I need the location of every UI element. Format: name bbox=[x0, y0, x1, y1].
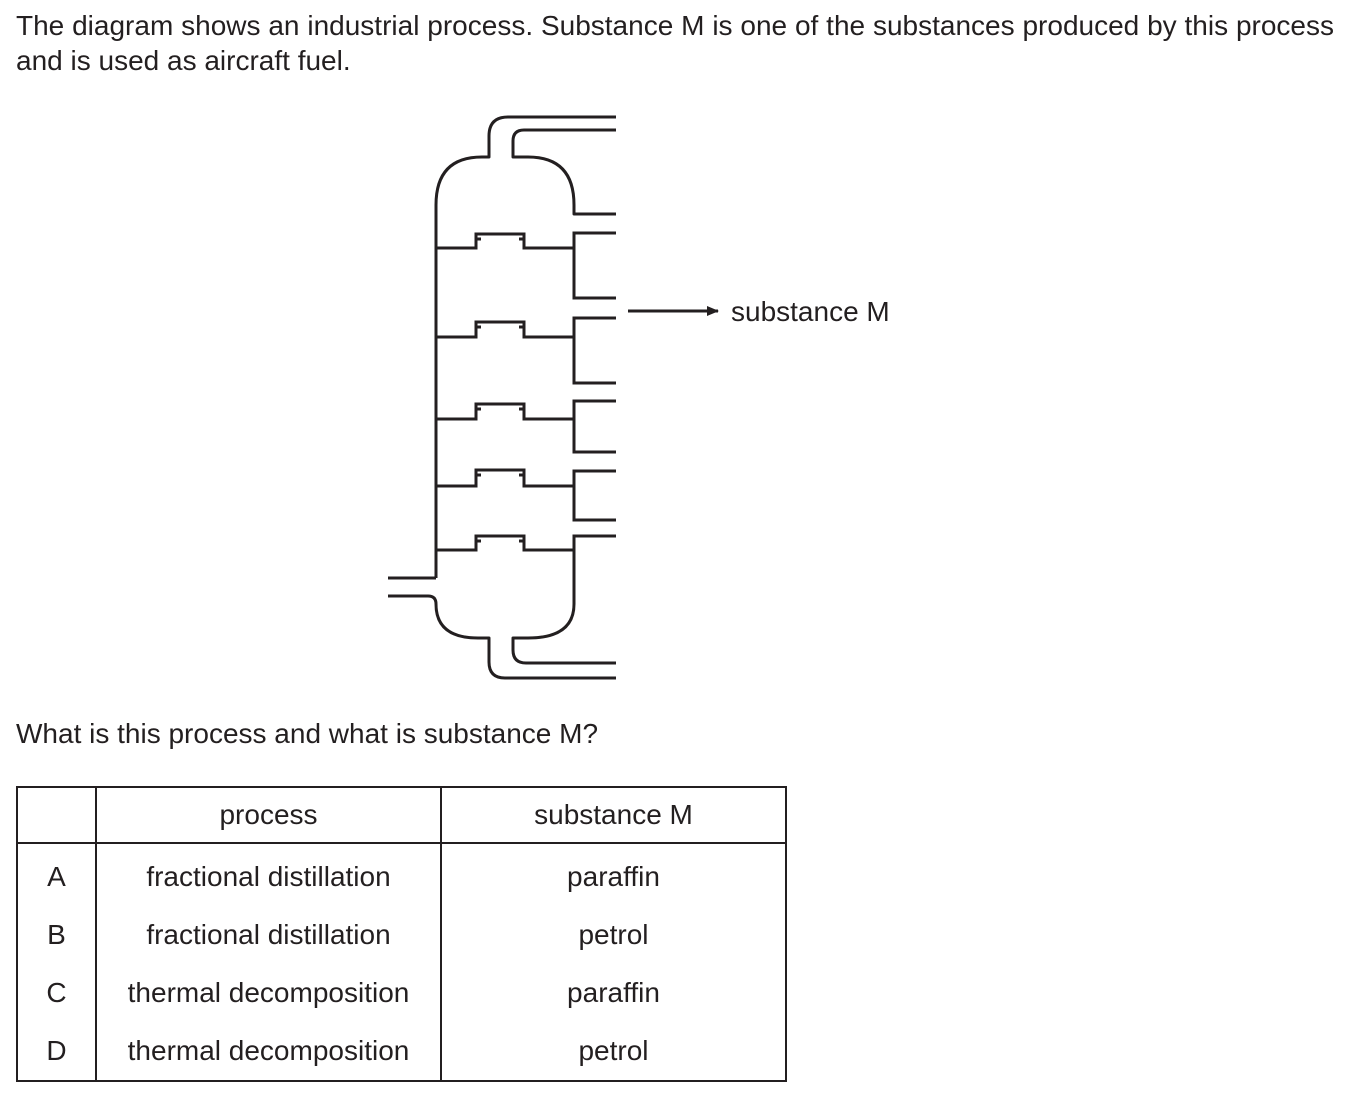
answer-table: process substance M A fractional distill… bbox=[16, 786, 787, 1082]
option-letter: A bbox=[16, 843, 97, 906]
substance-m-label: substance M bbox=[731, 296, 890, 327]
table-row: B fractional distillation petrol bbox=[16, 906, 787, 964]
table-row: D thermal decomposition petrol bbox=[16, 1022, 787, 1082]
option-substance: paraffin bbox=[440, 964, 787, 1022]
table-row: A fractional distillation paraffin bbox=[16, 843, 787, 906]
intro-text: The diagram shows an industrial process.… bbox=[16, 10, 1334, 76]
header-process: process bbox=[95, 786, 442, 844]
option-process: thermal decomposition bbox=[95, 964, 442, 1022]
header-letter bbox=[16, 786, 97, 844]
bubble-cap-trays bbox=[436, 232, 574, 552]
table-header-row: process substance M bbox=[16, 786, 787, 844]
option-letter: D bbox=[16, 1022, 97, 1082]
option-substance: petrol bbox=[440, 906, 787, 964]
option-process: fractional distillation bbox=[95, 906, 442, 964]
table-row: C thermal decomposition paraffin bbox=[16, 964, 787, 1022]
option-substance: paraffin bbox=[440, 843, 787, 906]
option-process: fractional distillation bbox=[95, 843, 442, 906]
header-substance: substance M bbox=[440, 786, 787, 844]
option-process: thermal decomposition bbox=[95, 1022, 442, 1082]
column-outline bbox=[388, 115, 616, 680]
option-substance: petrol bbox=[440, 1022, 787, 1082]
question-text: What is this process and what is substan… bbox=[16, 718, 599, 749]
option-letter: C bbox=[16, 964, 97, 1022]
option-letter: B bbox=[16, 906, 97, 964]
side-outlets bbox=[572, 231, 616, 550]
fractionating-column-diagram: substance M bbox=[388, 115, 890, 680]
